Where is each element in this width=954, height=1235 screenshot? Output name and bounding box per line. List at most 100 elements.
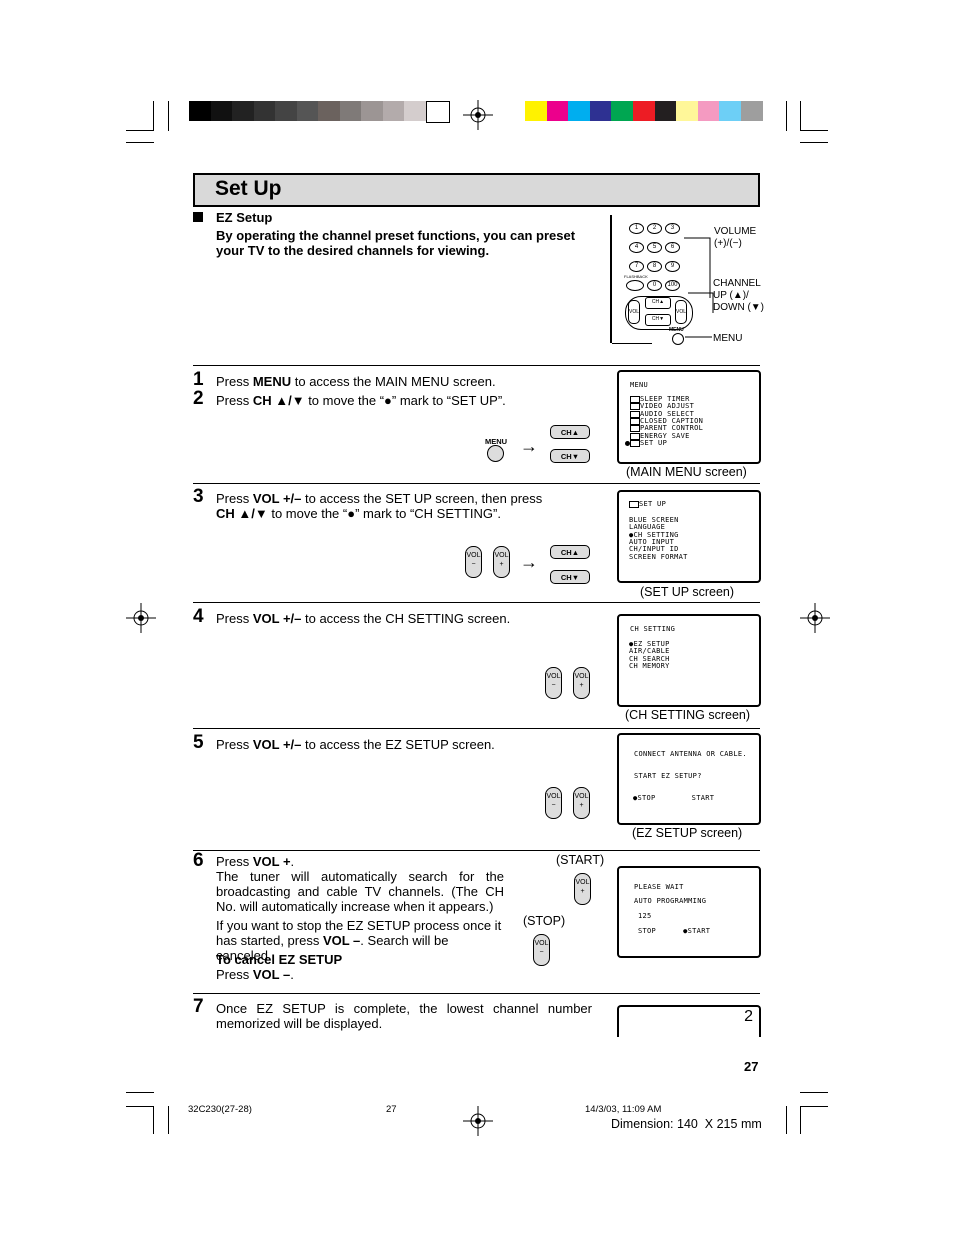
step-number: 7 <box>193 996 204 1017</box>
crop-mark <box>800 1092 828 1093</box>
crop-mark <box>800 1106 801 1134</box>
vol-plus-button[interactable]: VOL+ <box>573 667 590 699</box>
ch-up-button[interactable]: CH▲ <box>550 545 590 559</box>
remote-ch-down[interactable]: CH▼ <box>645 314 671 326</box>
remote-key[interactable]: 2 <box>647 223 662 234</box>
menu-item-icon <box>630 432 640 440</box>
remote-key[interactable]: 4 <box>629 242 644 253</box>
auto-programming-screen: PLEASE WAIT AUTO PROGRAMMING 125 STOP ●S… <box>617 866 761 958</box>
remote-nav-ring <box>625 296 693 330</box>
remote-key[interactable]: 9 <box>665 261 680 272</box>
stop-label: (STOP) <box>523 914 566 928</box>
color-swatch <box>568 101 591 121</box>
footer-page: 27 <box>386 1104 397 1115</box>
menu-item-icon <box>630 403 640 411</box>
vol-plus-button[interactable]: VOL+ <box>574 873 591 905</box>
remote-key[interactable]: 1 <box>629 223 644 234</box>
crop-mark <box>786 101 787 131</box>
gray-swatch <box>232 101 254 121</box>
final-channel-screen: 2 <box>617 1005 761 1037</box>
menu-item-icon <box>630 396 640 403</box>
menu-item-icon <box>630 425 640 433</box>
footer-timestamp: 14/3/03, 11:09 AM <box>585 1104 662 1115</box>
color-swatch <box>546 101 569 121</box>
gray-swatch <box>361 101 383 121</box>
screen-caption: (CH SETTING screen) <box>625 708 751 722</box>
ch-up-button[interactable]: CH▲ <box>550 425 590 439</box>
color-swatch <box>719 101 742 121</box>
footer-dimension: Dimension: 140 X 215 mm <box>611 1117 762 1131</box>
remote-vol-minus[interactable]: VOL <box>628 300 640 324</box>
ch-down-button[interactable]: CH▼ <box>550 570 590 584</box>
ch-down-button[interactable]: CH▼ <box>550 449 590 463</box>
remote-key[interactable]: 0 <box>647 280 662 291</box>
vol-minus-button[interactable]: VOL− <box>533 934 550 966</box>
step-6-cancel-info: If you want to stop the EZ SETUP process… <box>216 918 502 963</box>
remote-flashback-key[interactable] <box>626 280 644 291</box>
registration-mark-icon <box>800 603 830 633</box>
remote-menu-label: MENU <box>669 327 684 333</box>
intro-text: By operating the channel preset function… <box>216 228 576 258</box>
remote-ch-up[interactable]: CH▲ <box>645 297 671 309</box>
step-number: 5 <box>193 732 204 753</box>
color-swatch <box>611 101 634 121</box>
crop-mark <box>800 130 828 131</box>
step-number: 2 <box>193 388 204 409</box>
remote-vol-plus[interactable]: VOL <box>675 300 687 324</box>
remote-key[interactable]: 7 <box>629 261 644 272</box>
menu-button[interactable] <box>487 445 504 462</box>
flashback-label: FLASHBACK <box>624 274 648 279</box>
menu-item-icon <box>630 417 640 425</box>
crop-mark <box>126 130 154 131</box>
step-number: 3 <box>193 486 204 507</box>
label-menu: MENU <box>713 333 743 344</box>
menu-item-icon <box>630 439 640 447</box>
remote-key[interactable]: 8 <box>647 261 662 272</box>
remote-key[interactable]: 6 <box>665 242 680 253</box>
remote-key[interactable]: 100 <box>665 280 680 291</box>
menu-button-label: MENU <box>485 437 508 446</box>
vol-minus-button[interactable]: VOL− <box>465 546 482 578</box>
divider <box>193 728 760 729</box>
page-title: Set Up <box>215 177 282 200</box>
menu-item: LANGUAGE <box>629 523 666 532</box>
remote-key[interactable]: 3 <box>665 223 680 234</box>
menu-item: PARENT CONTROL <box>640 424 704 433</box>
start-label: (START) <box>556 853 605 867</box>
step-6-text: Press VOL +. <box>216 854 295 869</box>
gray-swatch <box>296 101 319 121</box>
vol-plus-button[interactable]: VOL+ <box>493 546 510 578</box>
color-swatch <box>676 101 699 121</box>
gray-swatch <box>210 101 233 121</box>
screen-caption: (SET UP screen) <box>640 585 735 599</box>
channel-counter: 125 <box>638 912 652 920</box>
color-swatch <box>633 101 655 121</box>
label-channel: CHANNEL <box>713 278 761 289</box>
vol-minus-button[interactable]: VOL− <box>545 667 562 699</box>
remote-key[interactable]: 5 <box>647 242 662 253</box>
menu-item: CLOSED CAPTION <box>640 416 704 425</box>
screen-line: PLEASE WAIT <box>634 883 684 891</box>
remote-callout-lines <box>684 237 714 338</box>
remote-edge <box>610 215 612 343</box>
crop-mark <box>126 142 154 143</box>
bullet-square-icon <box>193 212 203 222</box>
crop-mark <box>168 1106 169 1134</box>
crop-mark <box>153 1106 154 1134</box>
screen-caption: (MAIN MENU screen) <box>626 465 747 479</box>
crop-mark <box>800 142 828 143</box>
registration-mark-icon <box>126 603 156 633</box>
crop-mark <box>786 1106 787 1134</box>
cancel-heading: To cancel EZ SETUP <box>216 952 343 967</box>
menu-item: ENERGY SAVE <box>640 431 690 440</box>
crop-mark <box>800 101 801 131</box>
vol-minus-button[interactable]: VOL− <box>545 787 562 819</box>
remote-menu-button[interactable] <box>672 333 684 345</box>
screen-line: CONNECT ANTENNA OR CABLE. <box>634 750 747 758</box>
screen-line: AUTO PROGRAMMING <box>634 897 707 905</box>
menu-item: CH SEARCH <box>629 654 670 663</box>
vol-plus-button[interactable]: VOL+ <box>573 787 590 819</box>
screen-title: SET UP <box>639 500 667 508</box>
